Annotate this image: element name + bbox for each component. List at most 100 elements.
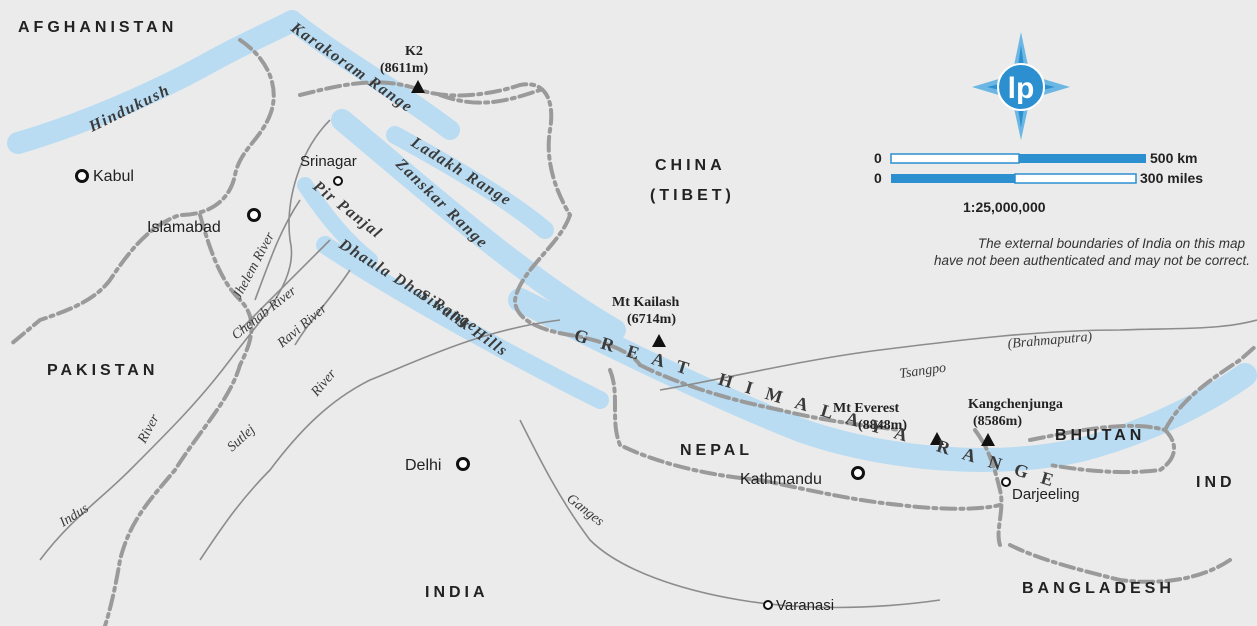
city-darjeeling[interactable]: Darjeeling (1001, 477, 1080, 503)
scale-miles-blue (891, 174, 1015, 183)
city-darjeeling-label: Darjeeling (1012, 486, 1080, 503)
disclaimer-note: The external boundaries of India on this… (934, 236, 1250, 268)
karakoram-band (282, 10, 460, 140)
peak-everest[interactable]: Mt Everest (8848m) (833, 401, 944, 445)
scale-zero-miles: 0 (874, 170, 882, 186)
peak-kailash[interactable]: Mt Kailash (6714m) (612, 295, 679, 347)
city-marker-icon (1001, 477, 1011, 487)
peak-everest-name: Mt Everest (833, 401, 900, 416)
peak-k2[interactable]: K2 (8611m) (380, 44, 429, 93)
border-bangladesh (1008, 543, 1232, 584)
scale-miles-white (1014, 173, 1137, 184)
peak-kailash-name: Mt Kailash (612, 295, 679, 310)
border-karakoram (298, 80, 572, 217)
disclaimer-line2: have not been authenticated and may not … (934, 253, 1250, 268)
border-east (1163, 343, 1257, 432)
range-labels: Hindukush Karakoram Range Ladakh Range Z… (85, 19, 1069, 494)
tsangpo-river-line (659, 319, 1257, 391)
scale-bar: 0 500 km 0 300 miles 1:25,000,000 (874, 150, 1203, 215)
river-sutlej-top: River (308, 366, 340, 400)
city-marker-icon (456, 457, 470, 471)
peak-kailash-height: (6714m) (627, 312, 676, 327)
border-nepal (608, 368, 1002, 511)
river-tsangpo: Tsangpo (898, 361, 947, 382)
country-china: CHINA (655, 157, 726, 174)
peak-triangle-icon (930, 432, 944, 445)
border-bhutan (1028, 423, 1176, 475)
scale-miles-label: 300 miles (1140, 170, 1203, 186)
scale-ratio: 1:25,000,000 (963, 199, 1046, 215)
peak-kangchenjunga[interactable]: Kangchenjunga (8586m) (968, 397, 1063, 446)
city-srinagar-label: Srinagar (300, 153, 357, 170)
country-nepal: NEPAL (680, 442, 753, 459)
scale-km-label: 500 km (1150, 150, 1197, 166)
river-jhelem: Jhelem River (230, 229, 278, 301)
city-kathmandu-label: Kathmandu (740, 471, 822, 488)
disclaimer-line1: The external boundaries of India on this… (978, 236, 1246, 251)
river-brahmaputra: (Brahmaputra) (1007, 330, 1093, 352)
country-afghanistan: AFGHANISTAN (18, 19, 177, 36)
peaks: K2 (8611m) Mt Kailash (6714m) Mt Everest… (380, 44, 1063, 446)
city-markers: Kabul Islamabad Srinagar Delhi Kathmandu… (75, 153, 1080, 614)
ravi-river-line (294, 269, 351, 346)
lp-logo-text: lp (1008, 72, 1035, 105)
country-india-partial: IND (1196, 474, 1236, 491)
city-srinagar[interactable]: Srinagar (300, 153, 357, 186)
country-india: INDIA (425, 584, 489, 601)
scale-zero-km: 0 (874, 150, 882, 166)
country-pakistan: PAKISTAN (47, 362, 158, 379)
scale-km-blue (1019, 154, 1146, 163)
peak-k2-height: (8611m) (380, 61, 429, 76)
city-islamabad-label: Islamabad (147, 219, 221, 236)
river-indus: Indus (56, 501, 92, 531)
peak-triangle-icon (411, 80, 425, 93)
city-varanasi[interactable]: Varanasi (763, 597, 834, 614)
city-marker-icon (247, 208, 261, 222)
jhelem-river-line (254, 199, 301, 301)
city-delhi[interactable]: Delhi (405, 457, 470, 474)
peak-kangchenjunga-height: (8586m) (973, 414, 1022, 429)
lp-logo-icon (997, 63, 1045, 111)
international-borders (8, 38, 1257, 626)
border-sikkim (973, 428, 1004, 547)
border-pak-india (103, 213, 254, 626)
city-kathmandu[interactable]: Kathmandu (740, 466, 865, 489)
city-kabul-label: Kabul (93, 168, 134, 185)
scale-km-white (890, 153, 1020, 164)
pir-panjal-band (297, 177, 378, 268)
border-north-china (438, 88, 542, 105)
peak-kangchenjunga-name: Kangchenjunga (968, 397, 1063, 412)
country-tibet: (TIBET) (650, 187, 735, 204)
river-sutlej: Sutlej (225, 422, 259, 455)
city-delhi-label: Delhi (405, 457, 441, 474)
indus-river-line (39, 119, 331, 561)
city-islamabad[interactable]: Islamabad (147, 208, 261, 237)
city-varanasi-label: Varanasi (776, 597, 834, 614)
rivers (39, 119, 1257, 609)
ladakh-band (386, 126, 554, 239)
border-india-china-west (512, 213, 642, 367)
country-labels: AFGHANISTAN PAKISTAN CHINA (TIBET) NEPAL… (18, 19, 1236, 601)
city-marker-icon (333, 176, 343, 186)
peak-triangle-icon (652, 334, 666, 347)
compass-logo: lp (972, 32, 1070, 140)
range-siwalik: Siwalik Hills (416, 286, 511, 360)
border-afghan-china (8, 38, 276, 347)
ganges-river-line (519, 419, 941, 609)
country-bangladesh: BANGLADESH (1022, 580, 1175, 597)
zanskar-band (331, 109, 626, 341)
city-kabul[interactable]: Kabul (75, 168, 134, 185)
great-himalaya-band (508, 288, 1257, 472)
sutlej-river-line (199, 319, 561, 561)
peak-k2-name: K2 (405, 44, 423, 59)
city-marker-icon (75, 169, 89, 183)
range-bands (7, 10, 1257, 472)
city-marker-icon (851, 466, 865, 480)
hindukush-band (7, 11, 301, 154)
siwalik-band (316, 236, 609, 409)
border-nepal-north (638, 363, 902, 432)
peak-everest-height: (8848m) (858, 418, 907, 433)
chenab-river-line (239, 239, 331, 331)
